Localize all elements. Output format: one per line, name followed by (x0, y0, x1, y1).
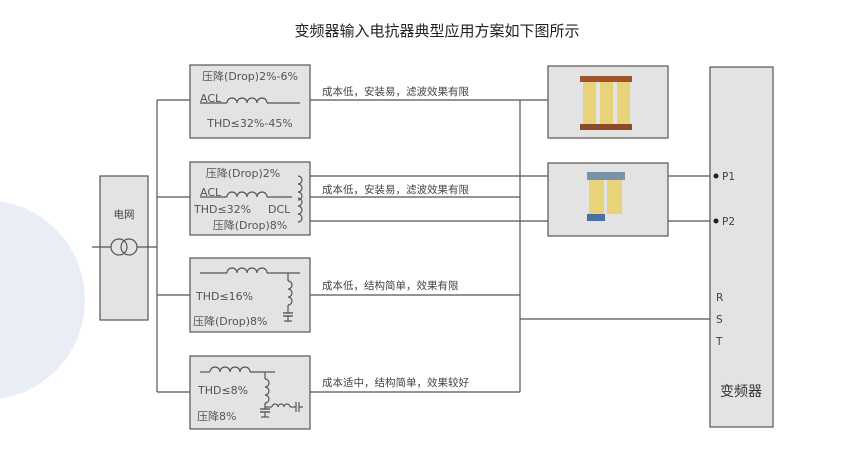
dcl-reactor-image (547, 162, 669, 237)
thd-label: THD≤16% (195, 290, 253, 303)
scheme-acl-dcl: 压降(Drop)2% ACL THD≤32% DCL 压降(Drop)8% (189, 161, 311, 236)
acl-reactor-image (547, 65, 669, 139)
terminal-r: R (716, 292, 723, 304)
drop-label: 压降(Drop)8% (193, 314, 268, 328)
terminal-p2: P2 (722, 216, 735, 228)
inverter-block: P1 P2 R S T 变频器 (709, 66, 774, 428)
wiring (156, 99, 710, 393)
scheme-acl: 压降(Drop)2%-6% ACL THD≤32%-45% (189, 64, 311, 139)
scheme-4-note: 成本适中，结构简单，效果较好 (322, 376, 469, 389)
terminal-s: S (716, 314, 723, 326)
scheme-1-note: 成本低，安装易，滤波效果有限 (322, 85, 469, 98)
page-title: 变频器输入电抗器典型应用方案如下图所示 (294, 22, 579, 40)
scheme-passive-filter: THD≤16% 压降(Drop)8% (189, 257, 311, 333)
scheme-2-note: 成本低，安装易，滤波效果有限 (322, 183, 469, 196)
thd-label: THD≤32% (193, 203, 251, 216)
acl-label: ACL (200, 92, 222, 105)
background-circle (0, 201, 85, 399)
thd-label: THD≤32%-45% (206, 117, 293, 130)
terminal-p1: P1 (722, 171, 735, 183)
transformer-icon (92, 238, 157, 256)
drop-label: 压降8% (197, 409, 236, 423)
drop-label: 压降(Drop)2%-6% (202, 69, 298, 83)
drop-label: 压降(Drop)2% (206, 166, 281, 180)
terminal-t: T (715, 336, 723, 348)
scheme-improved-filter: THD≤8% 压降8% (189, 355, 311, 430)
acl-label: ACL (200, 186, 222, 199)
inverter-label: 变频器 (720, 384, 762, 400)
grid-label: 电网 (114, 208, 135, 221)
dcl-label: DCL (268, 203, 291, 216)
power-grid-block: 电网 (92, 175, 157, 321)
drop-label-2: 压降(Drop)8% (213, 218, 288, 232)
thd-label: THD≤8% (197, 384, 248, 397)
scheme-3-note: 成本低，结构简单，效果有限 (322, 279, 459, 292)
